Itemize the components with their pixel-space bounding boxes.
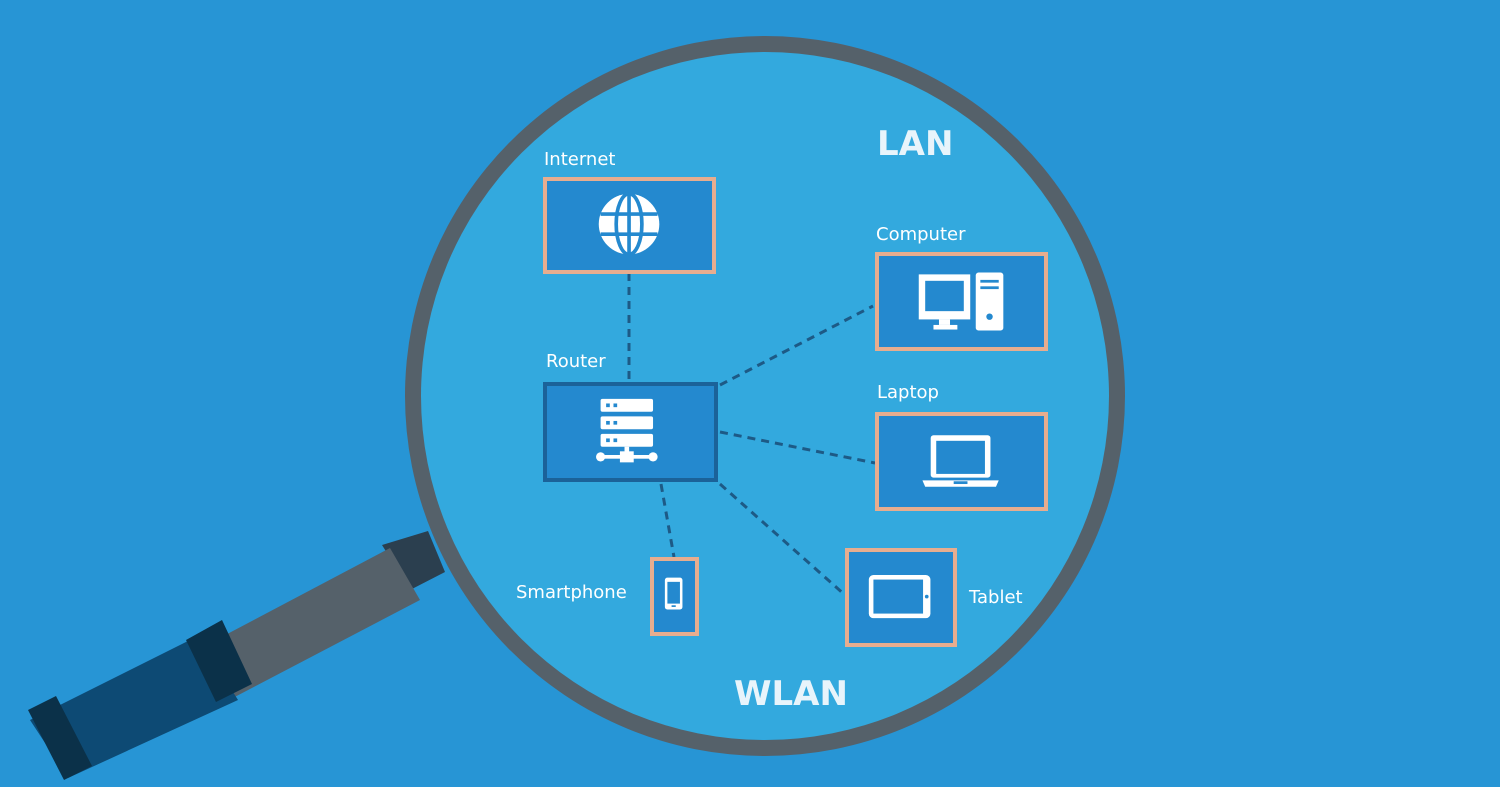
computer-node <box>875 252 1048 351</box>
tablet-node <box>845 548 957 647</box>
wlan-zone-label: WLAN <box>734 674 848 714</box>
smartphone-node <box>650 557 699 636</box>
desktop-computer-icon <box>918 272 1004 331</box>
laptop-icon <box>922 435 999 487</box>
tablet-icon <box>868 574 931 619</box>
magnifier-lens <box>421 52 1109 740</box>
connector-router-smartphone <box>659 483 676 558</box>
smartphone-label: Smartphone <box>516 582 627 603</box>
internet-label: Internet <box>544 149 616 170</box>
router-label: Router <box>546 351 606 372</box>
tablet-label: Tablet <box>969 587 1023 608</box>
router-node <box>543 382 718 482</box>
connector-router-laptop <box>719 430 876 465</box>
internet-node <box>543 177 716 274</box>
computer-label: Computer <box>876 224 966 245</box>
server-icon <box>596 398 658 463</box>
lan-zone-label: LAN <box>877 124 954 164</box>
laptop-label: Laptop <box>877 382 939 403</box>
network-connections <box>627 273 876 597</box>
laptop-node <box>875 412 1048 511</box>
connector-router-computer <box>719 304 874 387</box>
magnifier-handle <box>28 531 445 780</box>
smartphone-icon <box>664 577 683 610</box>
globe-icon <box>598 192 660 257</box>
